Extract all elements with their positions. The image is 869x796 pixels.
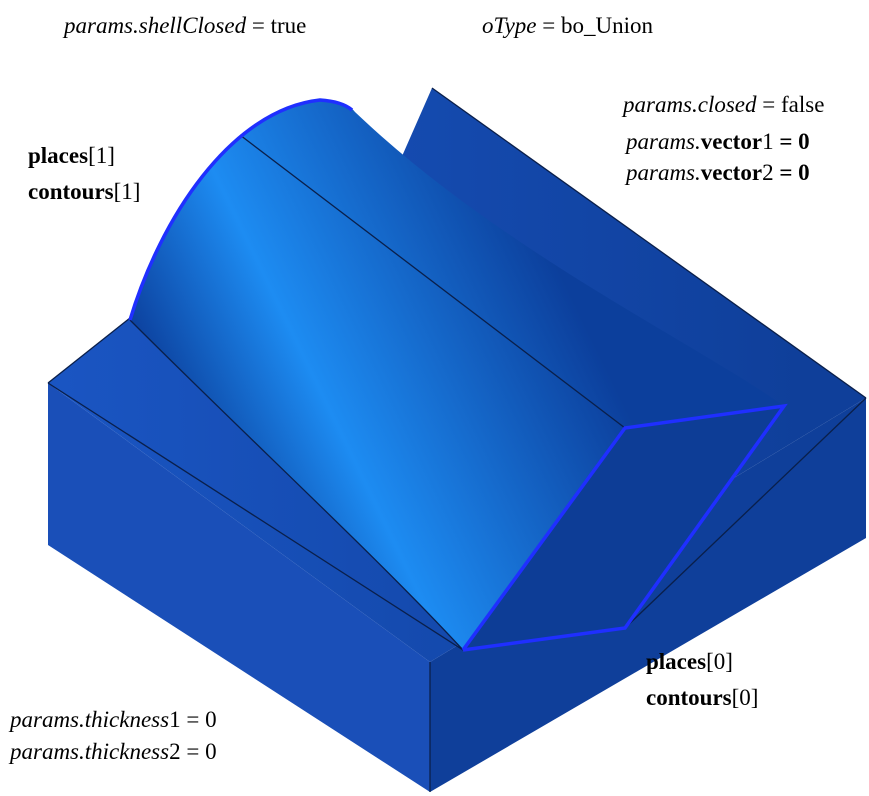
base-left-face [48,383,430,792]
contour-0-outline [461,403,788,652]
contour-1-arc [128,98,354,321]
model-edges [47,87,867,792]
thickness2-label: params.thickness2 = 0 [10,739,217,764]
edge-base-left-top [47,317,131,384]
shell-closed-label: params.shellClosed = true [64,13,307,38]
contour-outlines [128,98,788,652]
vector1-label: params.vector1 = 0 [626,129,810,154]
edge-base-front-left [47,382,464,651]
otype-label: oType = bo_Union [482,13,653,38]
contours0-label: contours[0] [646,685,759,710]
vector2-label: params.vector2 = 0 [626,160,810,185]
closed-label: params.closed = false [623,92,825,117]
contours1-label: contours[1] [28,179,141,204]
prism-end-face [463,406,784,650]
places1-label: places[1] [28,143,115,168]
edge-base-right-top [431,87,867,399]
places0-label: places[0] [646,649,733,674]
edge-cylinder-tangent [239,134,626,429]
edge-cylinder-base [129,319,464,651]
cylinder-surface [130,100,784,650]
edge-base-front-right [624,397,867,629]
thickness1-label: params.thickness1 = 0 [10,707,217,732]
